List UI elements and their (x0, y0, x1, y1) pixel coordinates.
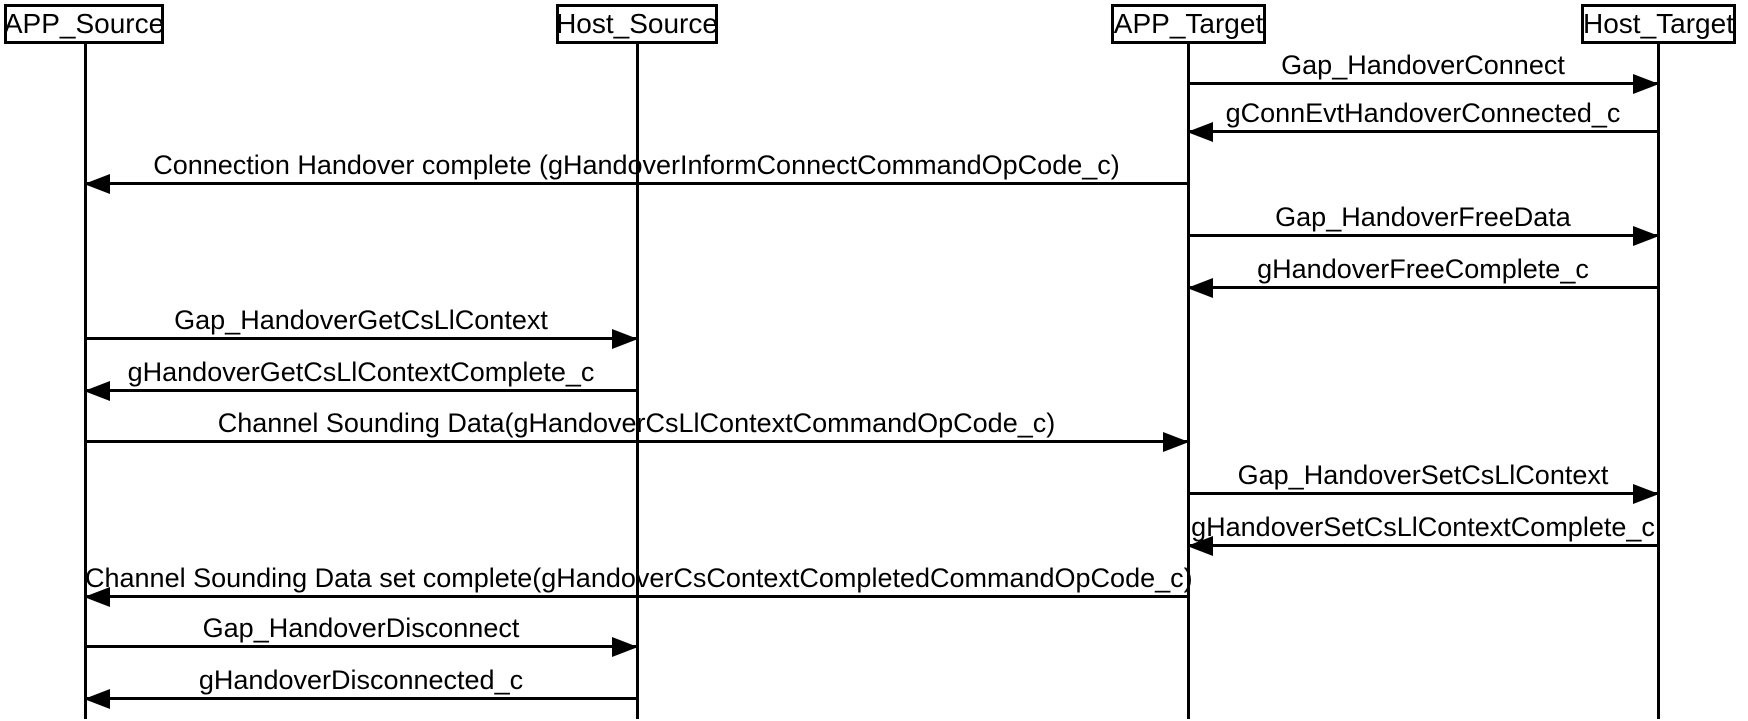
message-label: gHandoverFreeComplete_c (1257, 254, 1589, 284)
lifeline-line-app-target (1187, 44, 1190, 719)
lifeline-label: APP_Target (1113, 8, 1264, 39)
lifeline-head-host-source: Host_Source (556, 4, 718, 44)
arrowhead-left-icon (1187, 536, 1213, 556)
message-arrow (1187, 122, 1658, 142)
message-arrow (1188, 226, 1659, 246)
message-gap-handover-set-cs-ll-context: Gap_HandoverSetCsLlContext (1188, 458, 1659, 504)
lifeline-head-app-source: APP_Source (4, 4, 164, 44)
message-channel-sounding-data: Channel Sounding Data(gHandoverCsLlConte… (85, 406, 1189, 452)
message-arrow (84, 381, 637, 401)
message-ghandover-get-cs-ll-context-complete: gHandoverGetCsLlContextComplete_c (84, 355, 637, 401)
message-label: gHandoverGetCsLlContextComplete_c (127, 357, 595, 387)
message-gap-handover-disconnect: Gap_HandoverDisconnect (85, 611, 638, 657)
arrowhead-right-icon (1633, 226, 1659, 246)
message-ghandover-free-complete: gHandoverFreeComplete_c (1187, 252, 1658, 298)
message-channel-sounding-data-set-complete: Channel Sounding Data set complete(gHand… (84, 561, 1193, 607)
arrowhead-left-icon (1187, 122, 1213, 142)
lifeline-head-app-target: APP_Target (1111, 4, 1266, 44)
arrowhead-right-icon (1633, 484, 1659, 504)
message-label: Gap_HandoverConnect (1281, 50, 1565, 80)
message-label: Channel Sounding Data(gHandoverCsLlConte… (217, 408, 1056, 438)
message-arrow (1187, 278, 1658, 298)
message-arrow (1188, 74, 1659, 94)
message-label: Gap_HandoverGetCsLlContext (174, 305, 548, 335)
message-gap-handover-connect: Gap_HandoverConnect (1188, 48, 1659, 94)
lifeline-label: Host_Source (556, 8, 718, 39)
message-ghandover-disconnected: gHandoverDisconnected_c (84, 663, 637, 709)
message-label: gHandoverSetCsLlContextComplete_c (1191, 512, 1655, 542)
arrowhead-right-icon (1163, 432, 1189, 452)
arrowhead-right-icon (612, 637, 638, 657)
message-arrow (85, 637, 638, 657)
arrowhead-left-icon (1187, 278, 1213, 298)
arrowhead-left-icon (84, 174, 110, 194)
message-gconnevt-handover-connected: gConnEvtHandoverConnected_c (1187, 96, 1658, 142)
arrowhead-left-icon (84, 587, 110, 607)
message-label: Gap_HandoverSetCsLlContext (1237, 460, 1609, 490)
message-gap-handover-free-data: Gap_HandoverFreeData (1188, 200, 1659, 246)
message-gap-handover-get-cs-ll-context: Gap_HandoverGetCsLlContext (85, 303, 638, 349)
message-ghandover-set-cs-ll-context-complete: gHandoverSetCsLlContextComplete_c (1187, 510, 1658, 556)
arrowhead-right-icon (612, 329, 638, 349)
lifeline-label: APP_Source (3, 8, 165, 39)
message-arrow (1187, 536, 1658, 556)
message-arrow (84, 587, 1188, 607)
lifeline-head-host-target: Host_Target (1581, 4, 1736, 44)
message-label: Gap_HandoverDisconnect (202, 613, 520, 643)
lifeline-line-host-target (1657, 44, 1660, 719)
message-arrow (84, 689, 637, 709)
message-label: Connection Handover complete (gHandoverI… (153, 150, 1120, 180)
message-label: Gap_HandoverFreeData (1275, 202, 1571, 232)
arrowhead-left-icon (84, 689, 110, 709)
message-arrow (1188, 484, 1659, 504)
message-label: gConnEvtHandoverConnected_c (1225, 98, 1621, 128)
message-arrow (84, 174, 1188, 194)
message-label: gHandoverDisconnected_c (198, 665, 524, 695)
lifeline-line-host-source (636, 44, 639, 719)
message-arrow (85, 329, 638, 349)
arrowhead-left-icon (84, 381, 110, 401)
lifeline-label: Host_Target (1583, 8, 1734, 39)
message-arrow (85, 432, 1189, 452)
message-label: Channel Sounding Data set complete(gHand… (85, 563, 1193, 593)
arrowhead-right-icon (1633, 74, 1659, 94)
message-connection-handover-complete: Connection Handover complete (gHandoverI… (84, 148, 1188, 194)
